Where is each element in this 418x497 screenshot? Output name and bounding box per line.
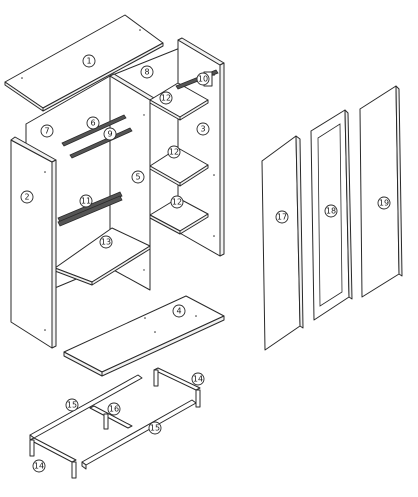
svg-text:10: 10: [198, 75, 208, 84]
svg-text:18: 18: [326, 207, 336, 216]
shelf-lower: [149, 197, 209, 235]
callout-3: 3: [196, 122, 210, 136]
inner-shelf: [54, 227, 151, 286]
callout-2: 2: [20, 190, 34, 204]
base-beam-back: [29, 374, 143, 443]
shelf-top: [149, 82, 209, 121]
svg-text:9: 9: [107, 130, 112, 139]
callout-12-top: 12: [159, 91, 173, 105]
base-leg-right: [153, 367, 201, 408]
bottom-panel: [63, 295, 225, 377]
svg-text:19: 19: [379, 199, 389, 208]
callout-14-right: 14: [191, 372, 205, 386]
base-beam-front: [81, 399, 197, 470]
callout-6: 6: [86, 116, 100, 130]
svg-text:15: 15: [150, 424, 160, 433]
svg-text:6: 6: [90, 119, 95, 128]
callout-9: 9: [103, 127, 117, 141]
svg-text:12: 12: [169, 148, 179, 157]
callout-7: 7: [40, 124, 54, 138]
base-cross-beam: [89, 405, 133, 430]
callout-8: 8: [140, 65, 154, 79]
callout-16: 16: [107, 402, 121, 416]
svg-text:2: 2: [24, 193, 29, 202]
svg-text:14: 14: [34, 462, 44, 471]
svg-text:17: 17: [277, 213, 287, 222]
svg-text:16: 16: [109, 405, 119, 414]
svg-text:15: 15: [67, 401, 77, 410]
svg-text:4: 4: [176, 307, 181, 316]
callout-18: 18: [324, 204, 338, 218]
shelf-middle: [149, 147, 209, 187]
callout-13: 13: [99, 235, 113, 249]
callout-1: 1: [82, 54, 96, 68]
door-left: [261, 135, 304, 351]
svg-text:13: 13: [101, 238, 111, 247]
callout-15-front: 15: [148, 421, 162, 435]
svg-text:3: 3: [200, 125, 205, 134]
svg-text:1: 1: [86, 57, 91, 66]
svg-text:12: 12: [172, 198, 182, 207]
callout-10: 10: [196, 72, 210, 86]
callout-5: 5: [131, 170, 145, 184]
svg-text:14: 14: [193, 375, 203, 384]
callout-14-left: 14: [32, 459, 46, 473]
rail-lower: [57, 191, 123, 227]
svg-text:5: 5: [135, 173, 140, 182]
left-side-panel: [10, 136, 57, 349]
hanging-rail-long: [61, 114, 127, 147]
callout-19: 19: [377, 196, 391, 210]
svg-text:7: 7: [44, 127, 49, 136]
callout-4: 4: [172, 304, 186, 318]
base-leg-left: [29, 437, 77, 479]
callout-12-middle: 12: [167, 145, 181, 159]
callout-12-lower: 12: [170, 195, 184, 209]
svg-text:12: 12: [161, 94, 171, 103]
door-right: [359, 85, 403, 298]
svg-text:8: 8: [144, 68, 149, 77]
callout-17: 17: [275, 210, 289, 224]
svg-text:11: 11: [81, 197, 91, 206]
callout-15-back: 15: [65, 398, 79, 412]
callout-11: 11: [79, 194, 93, 208]
